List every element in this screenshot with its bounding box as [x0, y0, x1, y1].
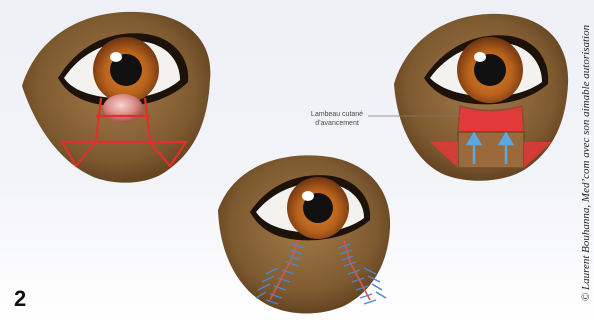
eye-highlight	[110, 52, 122, 62]
figure-number: 2	[14, 286, 26, 312]
flap-bed	[458, 132, 524, 168]
flap-annotation: Lambeau cutané d’avancement	[277, 110, 397, 128]
eye-advancement-flap	[368, 14, 568, 181]
eye-before-surgery	[22, 12, 210, 183]
eye-highlight	[302, 191, 314, 201]
eye-highlight	[474, 52, 486, 62]
eye-sutured	[218, 155, 390, 313]
lower-lid-tumour	[103, 94, 143, 122]
image-credit: © Laurent Bouhanna, Med’com avec son aim…	[580, 25, 592, 301]
skin-flap	[458, 106, 524, 132]
